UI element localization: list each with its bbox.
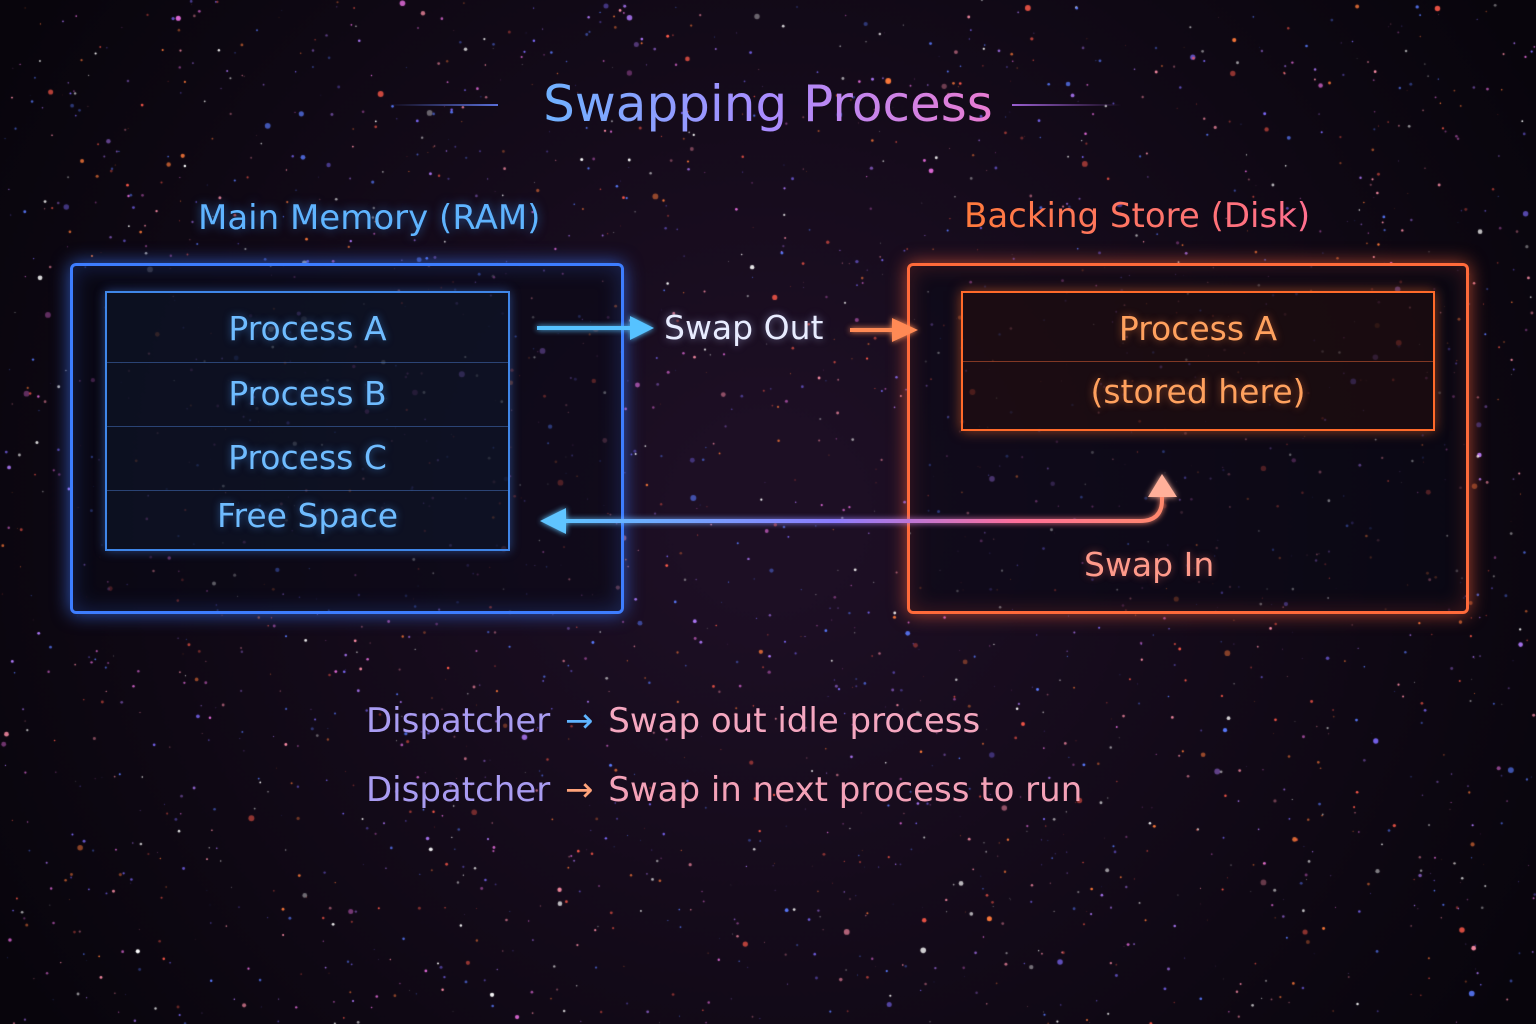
- legend-action: Swap out idle process: [608, 701, 981, 741]
- legend-action: Swap in next process to run: [608, 770, 1083, 810]
- ram-row-process-b: Process B: [107, 363, 508, 427]
- ram-label: Main Memory (RAM): [198, 198, 541, 238]
- disk-row-process-a: Process A: [963, 293, 1433, 362]
- disk-label: Backing Store (Disk): [964, 196, 1311, 236]
- swap-out-label: Swap Out: [664, 308, 824, 347]
- ram-row-process-a: Process A: [107, 293, 508, 363]
- legend-actor: Dispatcher: [366, 770, 551, 810]
- title-divider-left: [388, 104, 498, 106]
- legend-actor: Dispatcher: [366, 701, 551, 741]
- arrow-right-icon: →: [564, 701, 594, 741]
- page-title: Swapping Process: [543, 72, 993, 136]
- ram-box: Process A Process B Process C Free Space: [70, 263, 624, 614]
- ram-process-table: Process A Process B Process C Free Space: [105, 291, 510, 551]
- ram-row-free-space: Free Space: [216, 496, 399, 535]
- swap-out-arrow-head-icon: [850, 318, 918, 342]
- arrow-right-icon: →: [564, 770, 594, 810]
- title-divider-right: [1012, 104, 1122, 106]
- title-container: Swapping Process: [0, 72, 1536, 136]
- legend-row-swap-in: Dispatcher → Swap in next process to run: [366, 769, 1082, 811]
- legend-row-swap-out: Dispatcher → Swap out idle process: [366, 700, 980, 742]
- ram-row-process-c: Process C: [107, 427, 508, 491]
- disk-process-table: Process A (stored here): [961, 291, 1435, 431]
- swap-in-arrow-icon: [540, 474, 1177, 534]
- disk-row-stored-here: (stored here): [1090, 372, 1306, 411]
- swap-out-arrow-icon: [537, 316, 654, 340]
- swap-in-label: Swap In: [1084, 545, 1215, 584]
- disk-box: Process A (stored here): [907, 263, 1469, 614]
